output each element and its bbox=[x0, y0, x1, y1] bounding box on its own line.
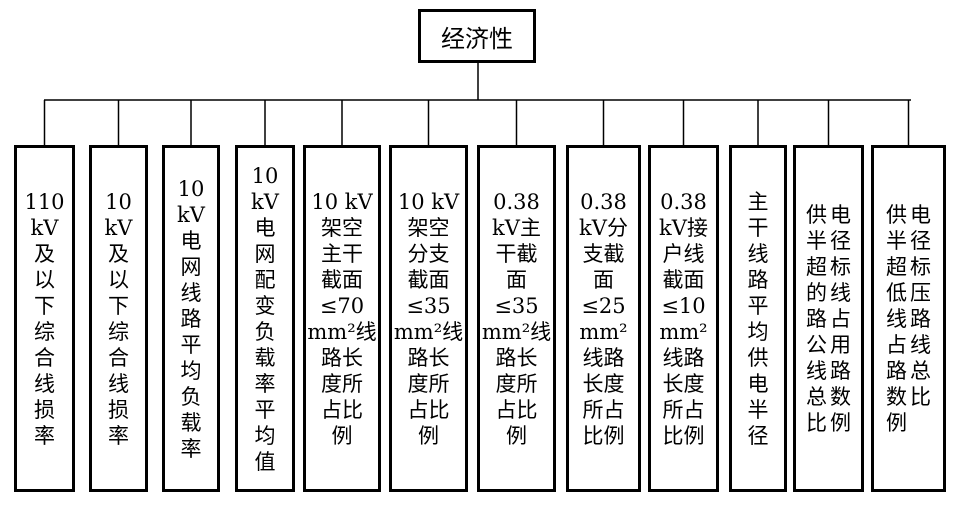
leaf-char: 线 bbox=[886, 306, 907, 331]
leaf-char: 供 bbox=[886, 202, 907, 227]
leaf-node: 10 kV 架空 分支 截面 ≤35 mm²线 路长 度所 占比 例 bbox=[389, 145, 468, 492]
leaf-char: 用 bbox=[830, 332, 851, 357]
leaf-char: 电 bbox=[830, 202, 851, 227]
leaf-node: 110 kV 及 以 下 综 合 线 损 率 bbox=[14, 145, 75, 492]
leaf-char: 低 bbox=[886, 280, 907, 305]
leaf-char: 径 bbox=[830, 228, 851, 253]
leaf-node: 主 干 线 路 平 均 供 电 半 径 bbox=[729, 145, 787, 492]
leaf-char: 线 bbox=[910, 332, 931, 357]
leaf-label-column: 供半超的路公线总比 bbox=[806, 202, 827, 436]
leaf-label: 10 kV 电 网 线 路 平 均 负 载 率 bbox=[177, 176, 205, 461]
leaf-label: 110 kV 及 以 下 综 合 线 损 率 bbox=[24, 189, 65, 448]
leaf-label: 0.38 kV分 支截 面 ≤25 mm² 线路 长度 所占 比例 bbox=[579, 189, 628, 448]
leaf-char: 公 bbox=[806, 332, 827, 357]
leaf-label-column: 电径标线占用路数例 bbox=[830, 202, 851, 436]
leaf-char: 例 bbox=[830, 410, 851, 435]
leaf-label-column: 供半超低线占路数例 bbox=[886, 202, 907, 436]
leaf-label: 10 kV 电 网 配 变 负 载 率 平 均 值 bbox=[251, 163, 279, 474]
leaf-node: 电径标线占用路数例供半超的路公线总比 bbox=[793, 145, 864, 492]
leaf-label: 10 kV 架空 主干 截面 ≤70 mm²线 路长 度所 占比 例 bbox=[307, 189, 377, 448]
leaf-label-columns: 电径标线占用路数例供半超的路公线总比 bbox=[806, 202, 851, 436]
leaf-label: 0.38 kV主 干截 面 ≤35 mm²线 路长 度所 占比 例 bbox=[481, 189, 552, 448]
leaf-char: 半 bbox=[886, 228, 907, 253]
leaf-char: 占 bbox=[830, 306, 851, 331]
leaf-char: 电 bbox=[910, 202, 931, 227]
leaf-char: 压 bbox=[910, 280, 931, 305]
leaf-char: 供 bbox=[806, 202, 827, 227]
leaf-char: 数 bbox=[830, 384, 851, 409]
leaf-char: 标 bbox=[910, 254, 931, 279]
leaf-char: 超 bbox=[806, 254, 827, 279]
leaf-char: 径 bbox=[910, 228, 931, 253]
leaf-char: 比 bbox=[806, 410, 827, 435]
root-label: 经济性 bbox=[441, 24, 513, 53]
leaf-label: 0.38 kV接 户线 截面 ≤10 mm² 线路 长度 所占 比例 bbox=[659, 189, 708, 448]
leaf-node: 10 kV 及 以 下 综 合 线 损 率 bbox=[89, 145, 148, 492]
leaf-node: 0.38 kV主 干截 面 ≤35 mm²线 路长 度所 占比 例 bbox=[477, 145, 556, 492]
leaf-char: 总 bbox=[910, 358, 931, 383]
leaf-char: 比 bbox=[910, 384, 931, 409]
root-node-economy: 经济性 bbox=[418, 9, 536, 63]
leaf-label: 10 kV 架空 分支 截面 ≤35 mm²线 路长 度所 占比 例 bbox=[393, 189, 464, 448]
leaf-char: 路 bbox=[886, 358, 907, 383]
leaf-char: 例 bbox=[886, 410, 907, 435]
leaf-char: 半 bbox=[806, 228, 827, 253]
leaf-char: 线 bbox=[830, 280, 851, 305]
leaf-char: 路 bbox=[830, 358, 851, 383]
leaf-char: 总 bbox=[806, 384, 827, 409]
leaf-node: 10 kV 架空 主干 截面 ≤70 mm²线 路长 度所 占比 例 bbox=[303, 145, 381, 492]
drop-lines bbox=[43, 100, 910, 145]
leaf-label: 10 kV 及 以 下 综 合 线 损 率 bbox=[104, 189, 133, 448]
leaf-char: 数 bbox=[886, 384, 907, 409]
leaf-node: 0.38 kV接 户线 截面 ≤10 mm² 线路 长度 所占 比例 bbox=[648, 145, 719, 492]
leaf-char: 超 bbox=[886, 254, 907, 279]
leaf-label-column: 电径标压路线总比 bbox=[910, 202, 931, 436]
leaf-node: 电径标压路线总比供半超低线占路数例 bbox=[871, 145, 946, 492]
leaf-char: 路 bbox=[806, 306, 827, 331]
leaf-char: 线 bbox=[806, 358, 827, 383]
leaf-char: 路 bbox=[910, 306, 931, 331]
leaf-node: 10 kV 电 网 线 路 平 均 负 载 率 bbox=[162, 145, 220, 492]
leaf-char: 的 bbox=[806, 280, 827, 305]
leaf-node: 10 kV 电 网 配 变 负 载 率 平 均 值 bbox=[235, 145, 295, 492]
leaf-label-columns: 电径标压路线总比供半超低线占路数例 bbox=[886, 202, 931, 436]
leaf-label: 主 干 线 路 平 均 供 电 半 径 bbox=[747, 189, 769, 448]
leaf-char: 占 bbox=[886, 332, 907, 357]
leaf-char: 标 bbox=[830, 254, 851, 279]
leaf-node: 0.38 kV分 支截 面 ≤25 mm² 线路 长度 所占 比例 bbox=[566, 145, 641, 492]
